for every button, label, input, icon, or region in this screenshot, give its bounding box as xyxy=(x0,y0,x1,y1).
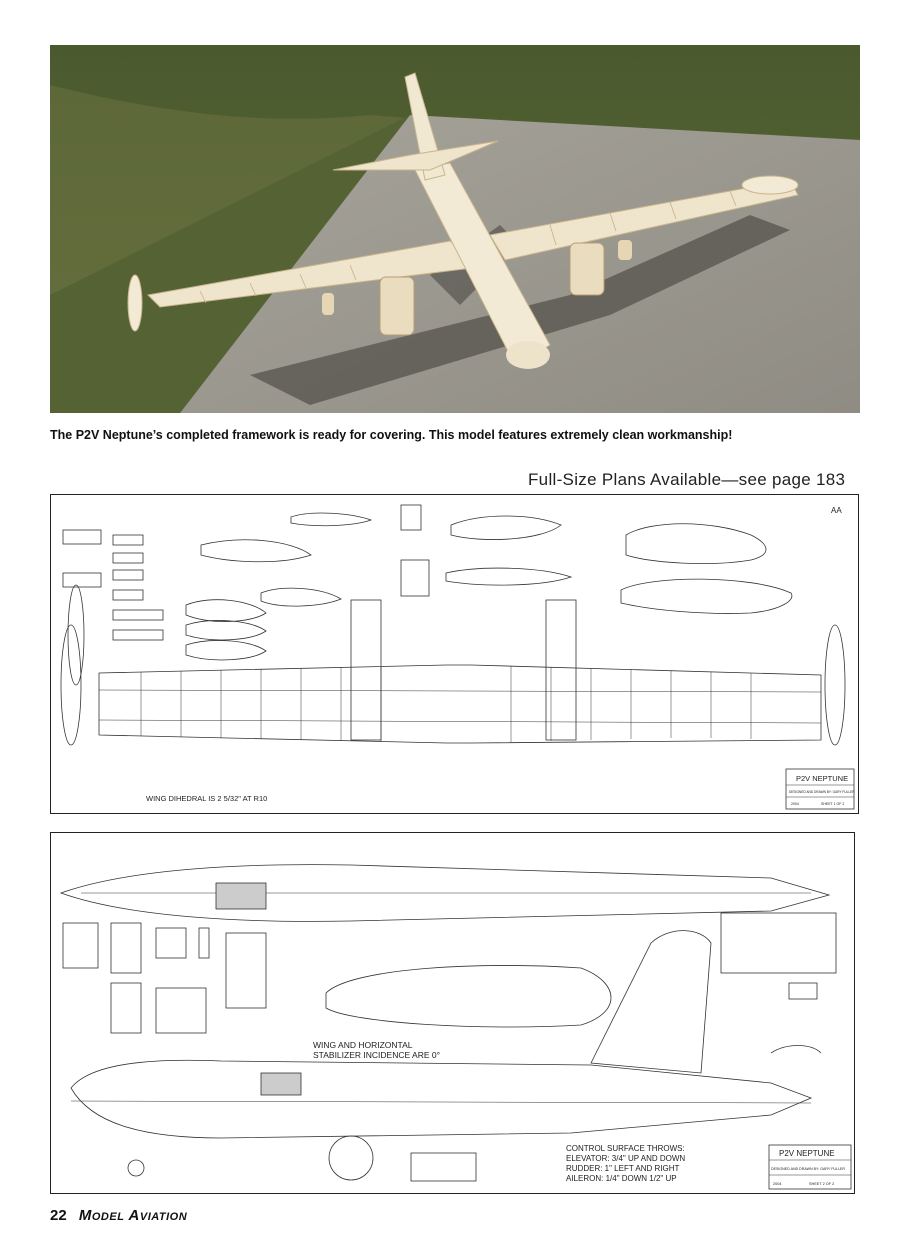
title-block-sheet-2-designer: DESIGNED AND DRAWN BY: GARY FULLER xyxy=(771,1167,845,1171)
title-block-sheet-1-sheet-no: SHEET 1 OF 2 xyxy=(821,802,844,806)
throws-title: CONTROL SURFACE THROWS: xyxy=(566,1144,685,1153)
page-folio: 22 Model Aviation xyxy=(50,1207,187,1224)
section-mark-aa: AA xyxy=(831,506,842,515)
stabilizer-incidence-note-line2: STABILIZER INCIDENCE ARE 0° xyxy=(313,1050,440,1060)
stabilizer-incidence-note-line1: WING AND HORIZONTAL xyxy=(313,1040,413,1050)
plans-availability-note: Full-Size Plans Available—see page 183 xyxy=(528,470,846,489)
title-block-sheet-2: P2V NEPTUNE DESIGNED AND DRAWN BY: GARY … xyxy=(768,1144,852,1190)
title-block-sheet-1-year: 2004 xyxy=(791,802,799,806)
title-block-sheet-2-title: P2V NEPTUNE xyxy=(779,1149,835,1158)
title-block-sheet-2-year: 2004 xyxy=(773,1182,781,1186)
throws-elevator: ELEVATOR: 3/4" UP AND DOWN xyxy=(566,1154,685,1163)
plan-sheet-2-drawing: WING AND HORIZONTAL STABILIZER INCIDENCE… xyxy=(59,864,852,1190)
control-surface-throws: CONTROL SURFACE THROWS: ELEVATOR: 3/4" U… xyxy=(566,1144,685,1183)
title-block-sheet-1-designer: DESIGNED AND DRAWN BY: GARY FULLER xyxy=(789,790,855,794)
title-block-sheet-1: P2V NEPTUNE DESIGNED AND DRAWN BY: GARY … xyxy=(785,768,855,810)
throws-aileron: AILERON: 1/4" DOWN 1/2" UP xyxy=(566,1174,677,1183)
title-block-sheet-1-title: P2V NEPTUNE xyxy=(796,774,848,783)
photo-illustration xyxy=(50,45,860,413)
model-photo xyxy=(50,45,860,413)
magazine-name: Model Aviation xyxy=(78,1207,188,1224)
throws-rudder: RUDDER: 1" LEFT AND RIGHT xyxy=(566,1164,679,1173)
photo-caption: The P2V Neptune’s completed framework is… xyxy=(50,428,733,442)
title-block-sheet-2-sheet-no: SHEET 2 OF 2 xyxy=(809,1182,834,1186)
page-number: 22 xyxy=(50,1207,67,1224)
plan-sheet-2: WING AND HORIZONTAL STABILIZER INCIDENCE… xyxy=(50,832,855,1194)
plan-sheet-1: AA WING DIHEDRAL IS 2 5/32" AT R10 P2V N… xyxy=(50,494,859,814)
wing-dihedral-note: WING DIHEDRAL IS 2 5/32" AT R10 xyxy=(146,794,267,803)
plan-sheet-1-drawing: AA WING DIHEDRAL IS 2 5/32" AT R10 P2V N… xyxy=(60,504,855,810)
